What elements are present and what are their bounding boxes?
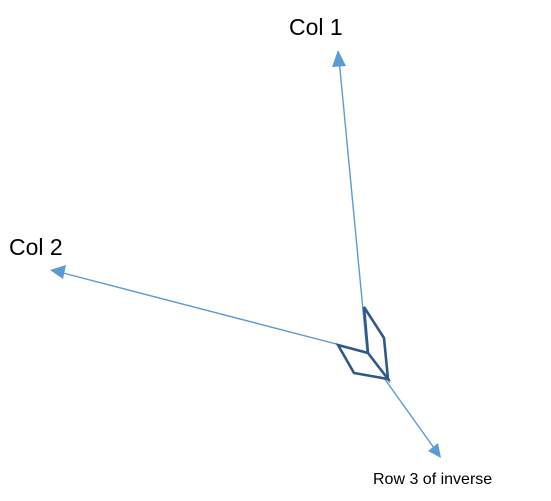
parallelepiped-outline <box>335 306 392 384</box>
col2-label: Col 2 <box>9 234 63 260</box>
col1-arrow-head <box>332 50 346 67</box>
col1-vector <box>332 50 368 353</box>
col2-vector <box>50 265 368 353</box>
col1-label: Col 1 <box>289 14 343 40</box>
row3-label: Row 3 of inverse <box>373 471 492 488</box>
row3-vector <box>383 377 441 458</box>
col2-arrow-head <box>50 265 66 279</box>
parallelepiped <box>335 306 392 384</box>
col1-arrow-line <box>338 63 368 353</box>
row3-arrow-line <box>383 377 435 449</box>
col2-arrow-line <box>62 272 368 353</box>
row3-arrow-head <box>428 443 441 458</box>
